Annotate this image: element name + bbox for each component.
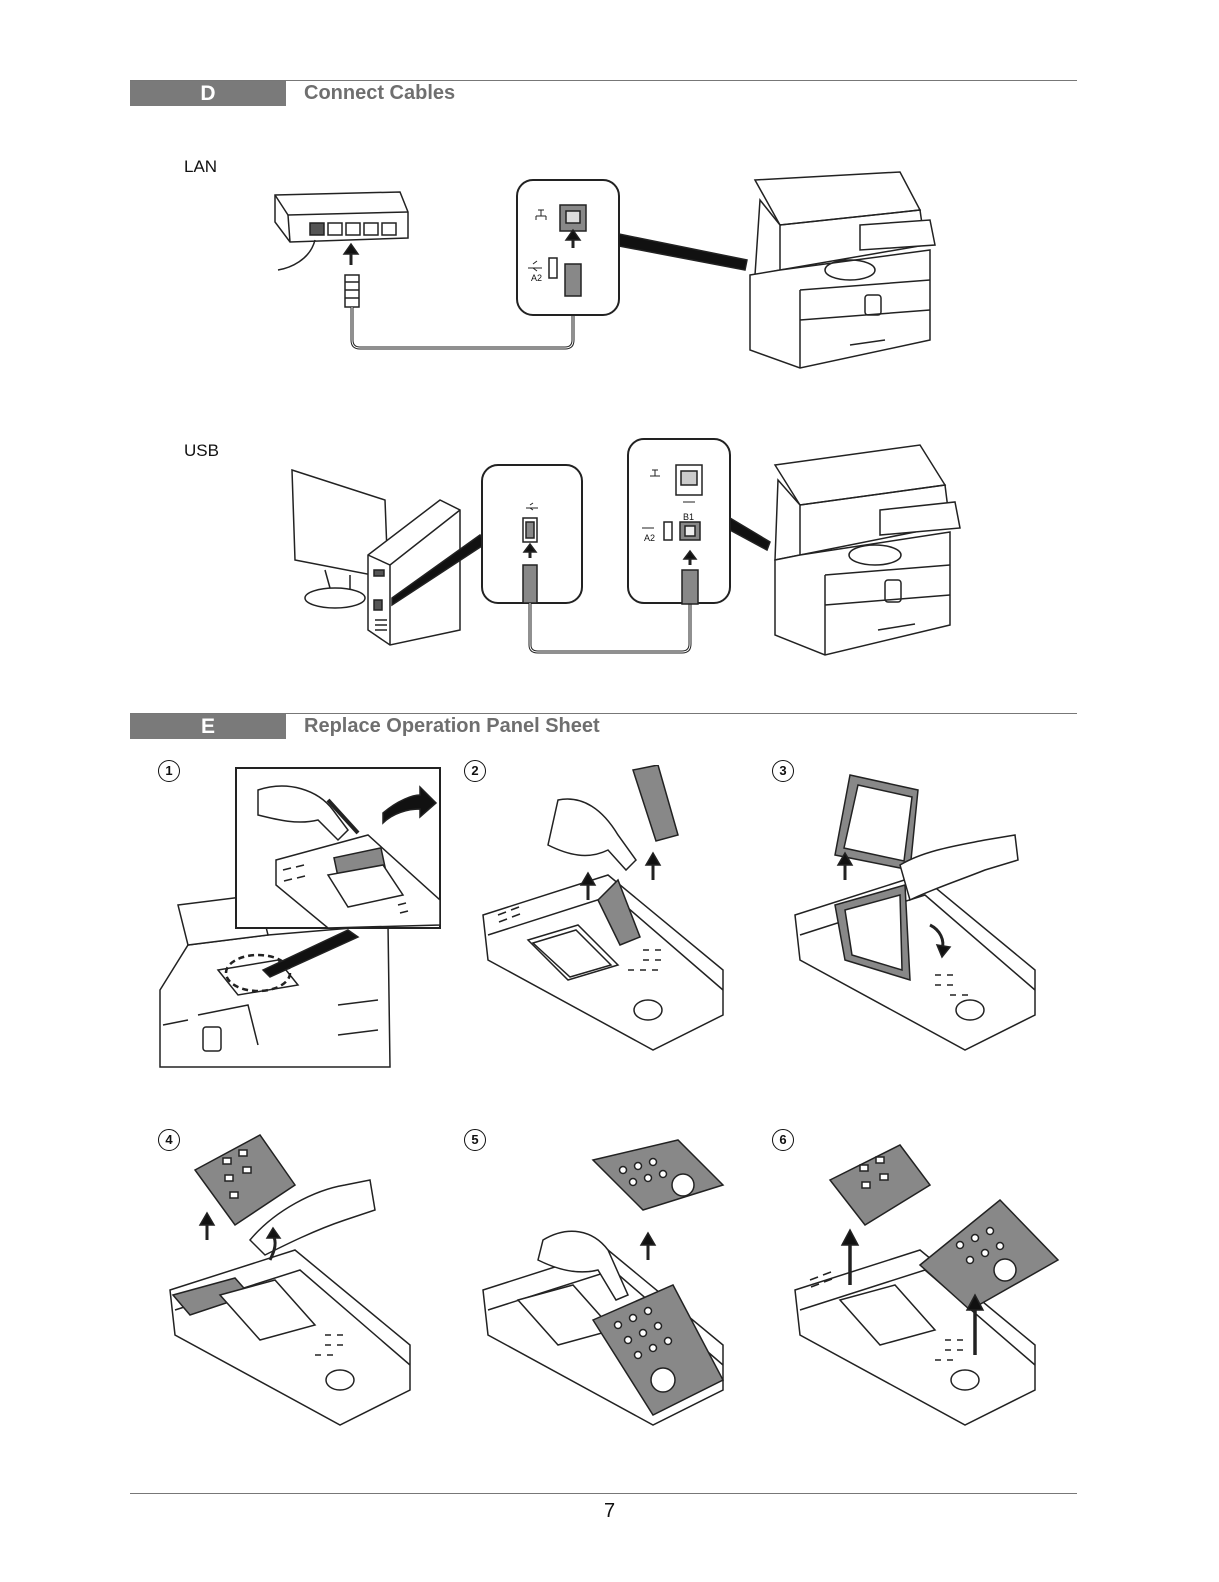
section-e-header: E Replace Operation Panel Sheet	[130, 713, 1077, 739]
lan-port-label: A2	[531, 273, 542, 283]
page-number: 7	[0, 1500, 1219, 1523]
step-3-illustration	[790, 765, 1060, 1060]
section-title: Connect Cables	[304, 81, 455, 106]
usb-port-label-a2: A2	[644, 533, 655, 543]
section-d-header: D Connect Cables	[130, 80, 1077, 106]
step-6-illustration	[790, 1130, 1060, 1430]
printer-illustration	[775, 445, 960, 655]
computer-icon	[292, 470, 460, 645]
lan-connection-illustration: A2	[260, 170, 960, 380]
footer-rule	[130, 1493, 1077, 1494]
lan-label: LAN	[184, 157, 217, 177]
printer-illustration	[750, 172, 935, 368]
step-1-illustration	[158, 765, 448, 1070]
step-5-illustration	[478, 1130, 738, 1430]
usb-connection-illustration: B1 A2	[280, 430, 970, 662]
usb-label: USB	[184, 441, 219, 461]
step-2-illustration	[478, 765, 738, 1060]
section-title: Replace Operation Panel Sheet	[304, 714, 600, 739]
section-letter: D	[130, 81, 286, 106]
usb-port-label-b1: B1	[683, 512, 694, 522]
section-letter: E	[130, 714, 286, 739]
step-4-illustration	[165, 1130, 425, 1430]
network-hub-icon	[275, 192, 408, 270]
